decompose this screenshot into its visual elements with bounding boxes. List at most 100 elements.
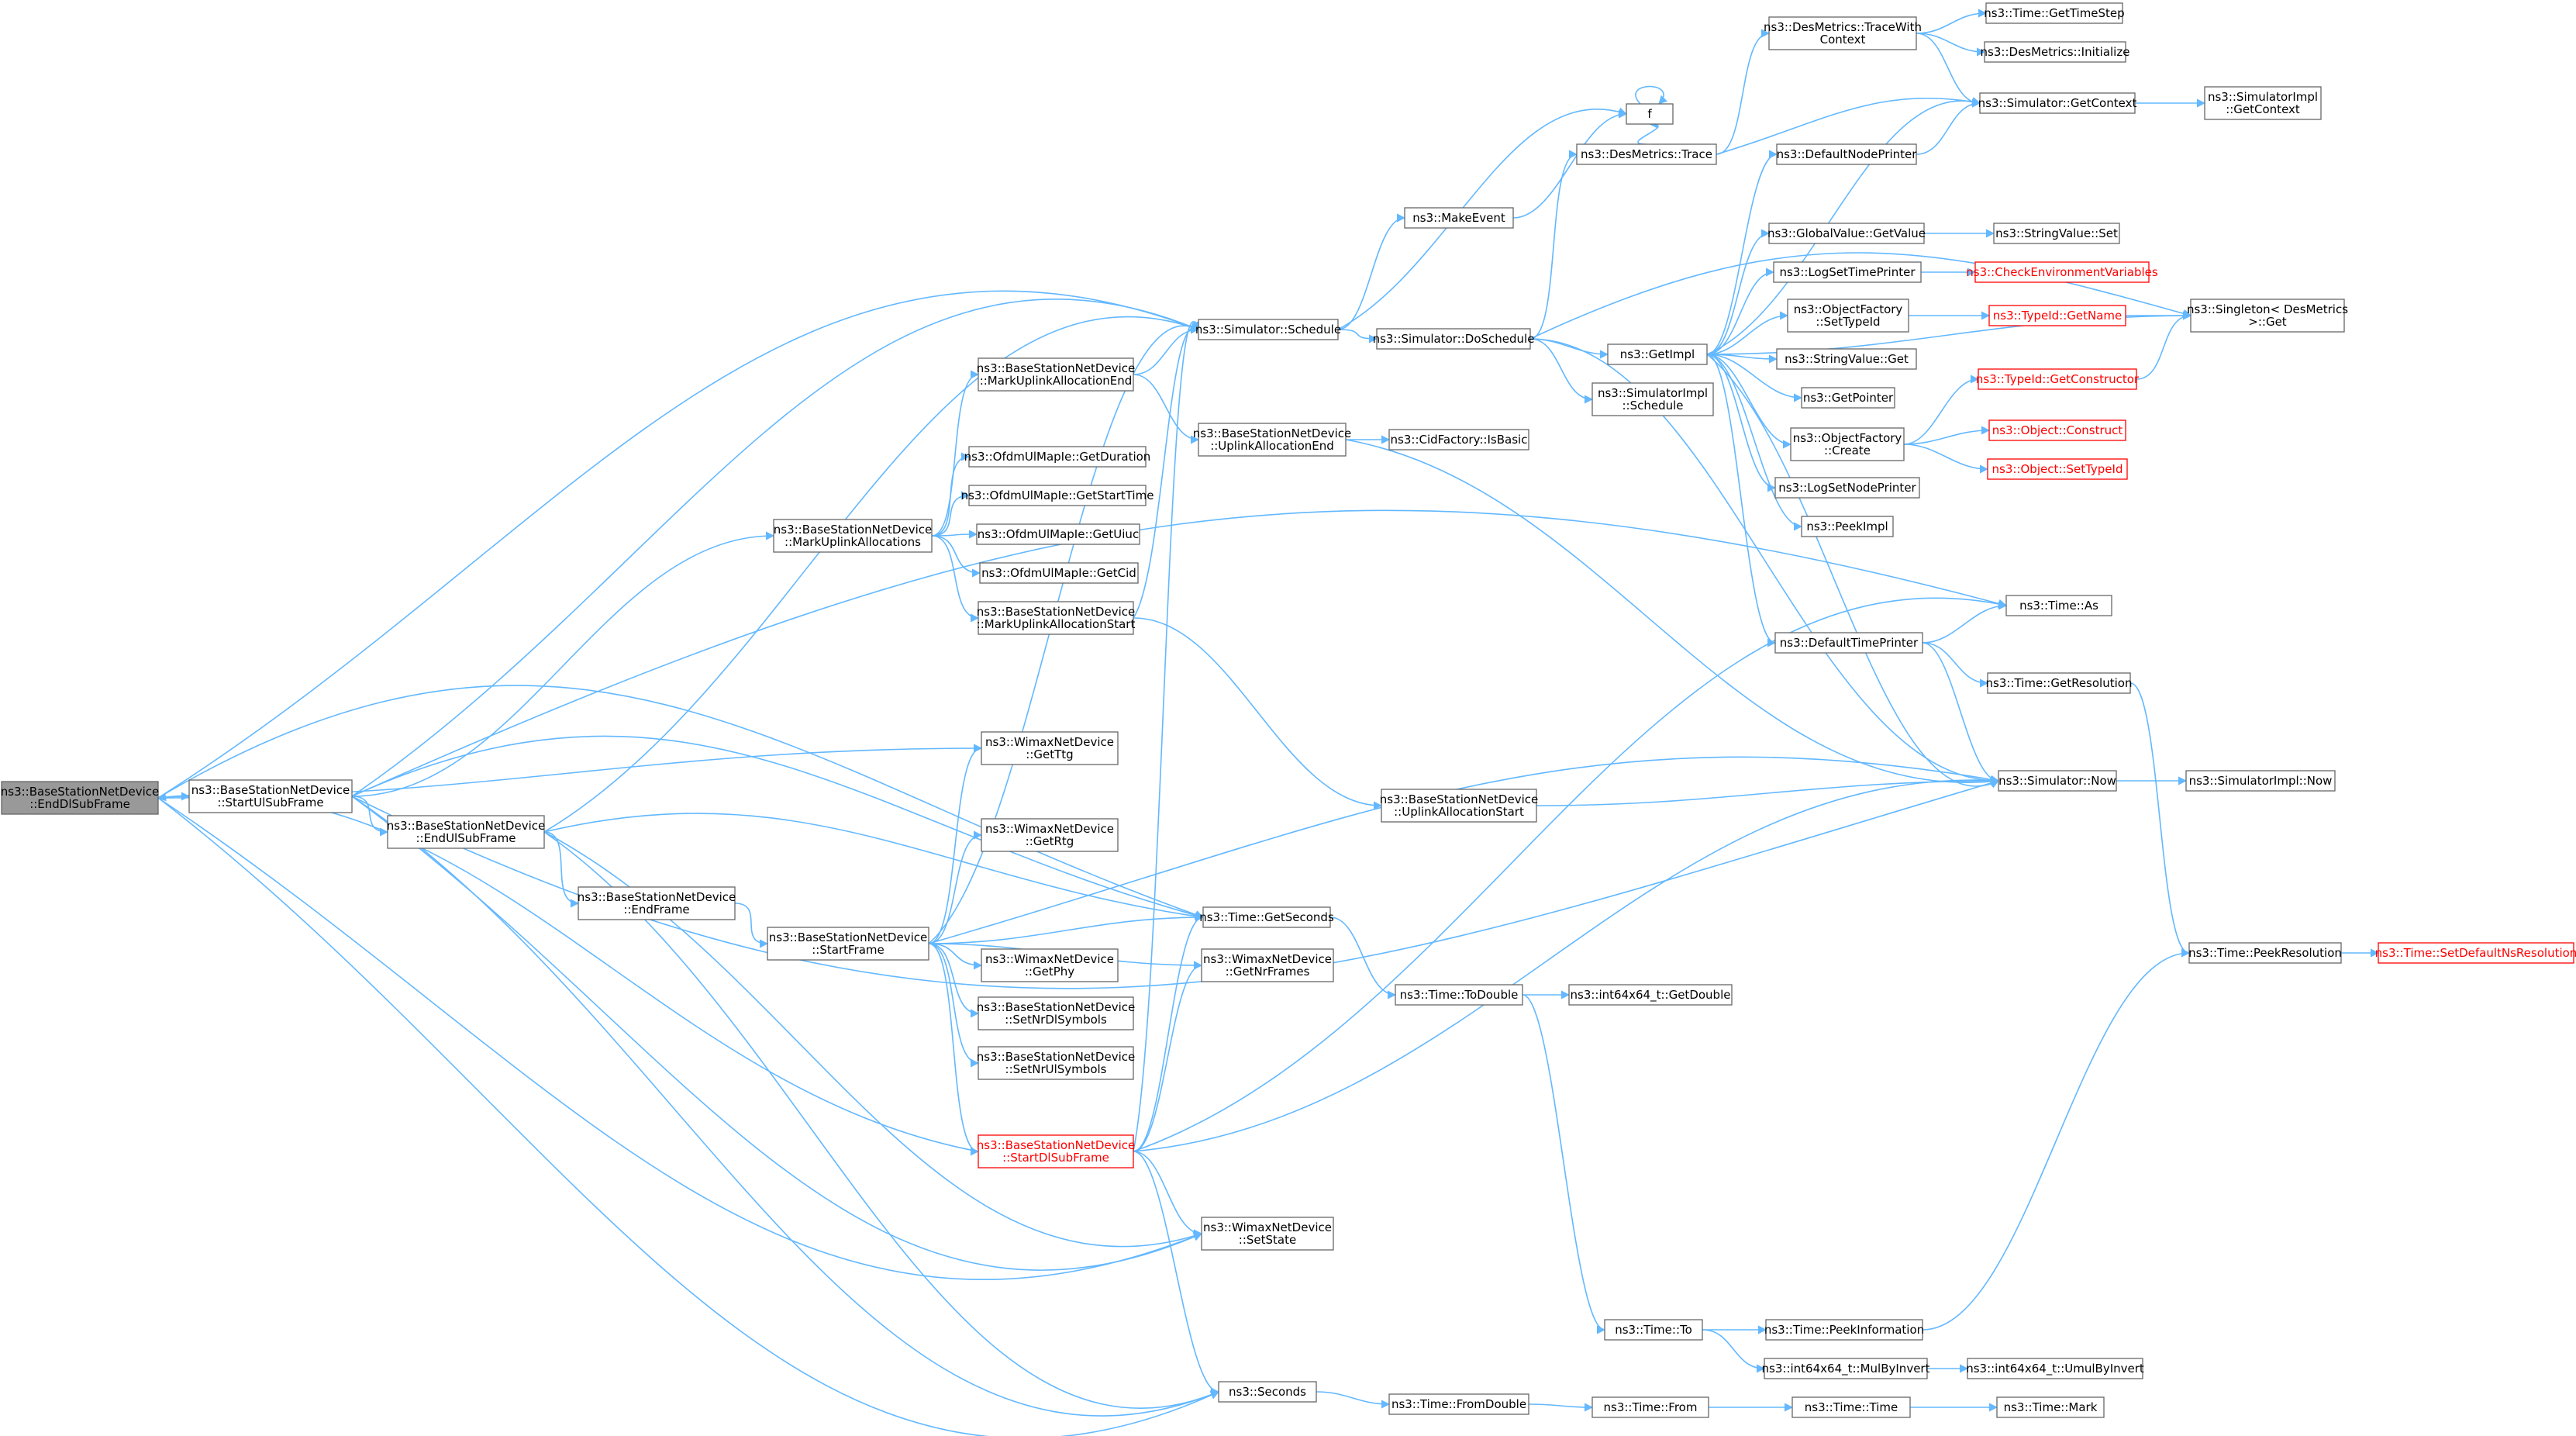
node-label: ::GetTtg — [1026, 747, 1073, 761]
node-peek-information[interactable]: ns3::Time::PeekInformation — [1764, 1319, 1924, 1341]
node-start-dl-sub-frame[interactable]: ns3::BaseStationNetDevice::StartDlSubFra… — [977, 1134, 1135, 1168]
node-impl-now[interactable]: ns3::SimulatorImpl::Now — [2185, 770, 2336, 792]
node-get-phy[interactable]: ns3::WimaxNetDevice::GetPhy — [981, 948, 1119, 982]
node-is-basic[interactable]: ns3::CidFactory::IsBasic — [1388, 429, 1529, 450]
node-time-to[interactable]: ns3::Time::To — [1604, 1319, 1703, 1341]
node-label: ns3::DesMetrics::Initialize — [1981, 45, 2130, 59]
node-ofcreate[interactable]: ns3::ObjectFactory::Create — [1790, 427, 1905, 461]
edge-time-to-to-mul-by-invert — [1702, 1329, 1766, 1373]
node-box — [978, 996, 1134, 1030]
node-box — [981, 818, 1119, 852]
node-uplink-allocation-start[interactable]: ns3::BaseStationNetDevice::UplinkAllocat… — [1380, 789, 1538, 823]
node-get-time-step[interactable]: ns3::Time::GetTimeStep — [1984, 2, 2125, 24]
node-now[interactable]: ns3::Simulator::Now — [1998, 770, 2117, 792]
node-get-rtg[interactable]: ns3::WimaxNetDevice::GetRtg — [981, 818, 1119, 852]
node-box — [1801, 387, 1895, 409]
node-time-mark[interactable]: ns3::Time::Mark — [1996, 1396, 2105, 1418]
node-default-node-printer[interactable]: ns3::DefaultNodePrinter — [1776, 143, 1918, 165]
node-do-schedule[interactable]: ns3::Simulator::DoSchedule — [1373, 328, 1535, 350]
node-label: ns3::Time::GetResolution — [1986, 676, 2133, 690]
node-peek-impl[interactable]: ns3::PeekImpl — [1801, 516, 1894, 537]
node-f[interactable]: f — [1626, 103, 1674, 125]
node-get-resolution[interactable]: ns3::Time::GetResolution — [1986, 672, 2133, 694]
node-get-duration[interactable]: ns3::OfdmUlMapIe::GetDuration — [964, 446, 1151, 468]
edge-get-resolution-to-peek-resolution — [2129, 682, 2191, 958]
node-time-time[interactable]: ns3::Time::Time — [1791, 1396, 1911, 1418]
node-label: ns3::DefaultTimePrinter — [1780, 636, 1919, 650]
node-label: ns3::TypeId::GetName — [1993, 309, 2122, 323]
node-des-init[interactable]: ns3::DesMetrics::Initialize — [1981, 41, 2130, 63]
node-set-nr-ul-symbols[interactable]: ns3::BaseStationNetDevice::SetNrUlSymbol… — [977, 1046, 1135, 1080]
node-impl-get-context[interactable]: ns3::SimulatorImpl::GetContext — [2204, 86, 2322, 120]
node-get-pointer[interactable]: ns3::GetPointer — [1801, 387, 1895, 409]
node-int64-get-double[interactable]: ns3::int64x64_t::GetDouble — [1568, 984, 1733, 1006]
edge-get-impl-to-log-set-node-printer — [1706, 354, 1777, 492]
node-label: Context — [1820, 33, 1866, 47]
node-box — [1979, 92, 2136, 114]
node-impl-schedule[interactable]: ns3::SimulatorImpl::Schedule — [1591, 382, 1714, 416]
node-end-dl-sub-frame[interactable]: ns3::BaseStationNetDevice::EndDlSubFrame — [1, 781, 159, 815]
node-get-context[interactable]: ns3::Simulator::GetContext — [1978, 92, 2137, 114]
node-time-as[interactable]: ns3::Time::As — [2005, 595, 2112, 616]
node-mark-uplink-allocation-end[interactable]: ns3::BaseStationNetDevice::MarkUplinkAll… — [977, 357, 1135, 392]
node-get-cid[interactable]: ns3::OfdmUlMapIe::GetCid — [979, 562, 1139, 584]
node-end-ul-sub-frame[interactable]: ns3::BaseStationNetDevice::EndUlSubFrame — [387, 815, 545, 849]
node-get-uiuc[interactable]: ns3::OfdmUlMapIe::GetUiuc — [976, 523, 1140, 545]
node-trace[interactable]: ns3::DesMetrics::Trace — [1576, 143, 1717, 165]
node-time-from[interactable]: ns3::Time::From — [1591, 1396, 1709, 1418]
node-box — [968, 446, 1147, 468]
node-get-seconds[interactable]: ns3::Time::GetSeconds — [1199, 906, 1334, 928]
node-label: f — [1647, 107, 1652, 121]
edge-mark-uplink-allocations-to-get-uiuc — [931, 530, 978, 539]
node-obj-set-type-id[interactable]: ns3::Object::SetTypeId — [1987, 458, 2128, 480]
node-schedule[interactable]: ns3::Simulator::Schedule — [1195, 319, 1341, 340]
edge-trace-with-context-to-des-init — [1916, 33, 1986, 57]
node-label: ns3::StringValue::Set — [1995, 226, 2118, 240]
node-default-time-printer[interactable]: ns3::DefaultTimePrinter — [1774, 632, 1923, 654]
node-label: ns3::Time::Time — [1805, 1400, 1898, 1414]
node-get-start-time[interactable]: ns3::OfdmUlMapIe::GetStartTime — [961, 485, 1154, 506]
node-box — [1984, 41, 2126, 63]
node-type-id-get-name[interactable]: ns3::TypeId::GetName — [1988, 305, 2126, 326]
node-box — [1201, 1217, 1334, 1251]
node-set-nr-dl-symbols[interactable]: ns3::BaseStationNetDevice::SetNrDlSymbol… — [977, 996, 1135, 1030]
node-log-set-node-printer[interactable]: ns3::LogSetNodePrinter — [1774, 477, 1920, 499]
node-ofset-type-id[interactable]: ns3::ObjectFactory::SetTypeId — [1787, 299, 1909, 333]
node-box — [1974, 261, 2150, 283]
node-global-get-value[interactable]: ns3::GlobalValue::GetValue — [1767, 223, 1926, 244]
node-end-frame[interactable]: ns3::BaseStationNetDevice::EndFrame — [578, 886, 736, 920]
node-seconds[interactable]: ns3::Seconds — [1218, 1381, 1317, 1403]
node-get-impl[interactable]: ns3::GetImpl — [1607, 343, 1708, 365]
node-check-env[interactable]: ns3::CheckEnvironmentVariables — [1966, 261, 2158, 283]
node-from-double[interactable]: ns3::Time::FromDouble — [1388, 1393, 1529, 1415]
node-peek-resolution[interactable]: ns3::Time::PeekResolution — [2188, 942, 2342, 964]
node-singleton-get[interactable]: ns3::Singleton< DesMetrics >::Get — [2187, 299, 2348, 333]
node-log-set-time-printer[interactable]: ns3::LogSetTimePrinter — [1773, 261, 1922, 283]
node-mul-by-invert[interactable]: ns3::int64x64_t::MulByInvert — [1762, 1358, 1930, 1379]
node-get-nr-frames[interactable]: ns3::WimaxNetDevice::GetNrFrames — [1201, 948, 1334, 982]
node-umul-by-invert[interactable]: ns3::int64x64_t::UmulByInvert — [1966, 1358, 2144, 1379]
node-start-ul-sub-frame[interactable]: ns3::BaseStationNetDevice::StartUlSubFra… — [188, 779, 353, 813]
edge-start-dl-sub-frame-to-set-state — [1133, 1151, 1203, 1238]
node-label: ::Schedule — [1622, 399, 1683, 413]
node-box — [767, 927, 929, 961]
node-string-set[interactable]: ns3::StringValue::Set — [1993, 223, 2120, 244]
edge-end-dl-sub-frame-to-set-state — [157, 797, 1203, 1281]
node-get-constructor[interactable]: ns3::TypeId::GetConstructor — [1976, 368, 2140, 390]
node-uplink-allocation-end[interactable]: ns3::BaseStationNetDevice::UplinkAllocat… — [1193, 423, 1351, 457]
node-box — [1198, 423, 1347, 457]
node-set-default-ns-res[interactable]: ns3::Time::SetDefaultNsResolution — [2375, 942, 2576, 964]
node-mark-uplink-allocations[interactable]: ns3::BaseStationNetDevice::MarkUplinkAll… — [773, 519, 933, 553]
node-obj-construct[interactable]: ns3::Object::Construct — [1988, 419, 2126, 441]
node-mark-uplink-allocation-start[interactable]: ns3::BaseStationNetDevice::MarkUplinkAll… — [977, 601, 1136, 635]
node-label: ns3::StringValue::Get — [1785, 352, 1909, 366]
edge-get-impl-to-peek-impl — [1706, 354, 1803, 531]
node-to-double[interactable]: ns3::Time::ToDouble — [1395, 984, 1523, 1006]
node-make-event[interactable]: ns3::MakeEvent — [1404, 207, 1514, 229]
node-string-get[interactable]: ns3::StringValue::Get — [1776, 348, 1917, 370]
node-set-state[interactable]: ns3::WimaxNetDevice::SetState — [1201, 1217, 1334, 1251]
edge-end-ul-sub-frame-to-get-seconds — [543, 813, 1205, 921]
node-start-frame[interactable]: ns3::BaseStationNetDevice::StartFrame — [767, 927, 929, 961]
node-get-ttg[interactable]: ns3::WimaxNetDevice::GetTtg — [981, 731, 1119, 765]
